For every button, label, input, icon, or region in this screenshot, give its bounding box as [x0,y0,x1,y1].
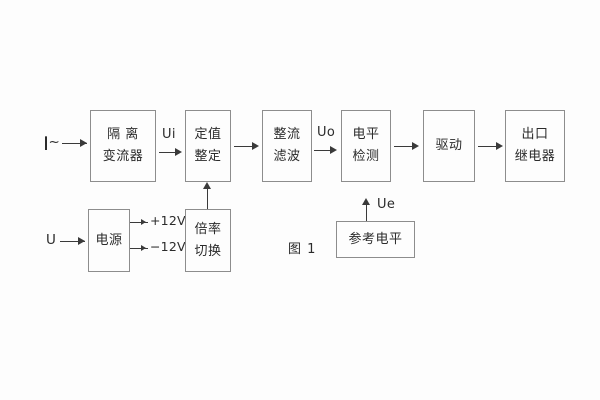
setting-value-block[interactable]: 定值 整定 [185,110,231,182]
rectifier-filter-line-1: 整流 [273,127,301,143]
power-supply-line-1: 电源 [95,232,123,248]
negative-rail-label: −12V [150,239,186,254]
reference-level-line-1: 参考电平 [348,231,403,247]
setting-to-rectifier-arrowhead [252,142,259,150]
ui-signal-label: Ui [162,127,176,142]
power-supply-block[interactable]: 电源 [88,209,130,272]
level-to-driver-wire [394,146,416,147]
isolation-transformer-line-1: 隔 离 [107,127,139,143]
ue-arrowhead [362,198,370,205]
positive-rail-wire [130,222,148,223]
driver-line-1: 驱动 [435,138,463,154]
rectifier-filter-block[interactable]: 整流 滤波 [262,110,312,182]
level-detection-line-2: 检测 [352,149,380,164]
reference-level-block[interactable]: 参考电平 [336,221,415,258]
current-input-tick [45,137,47,150]
setting-to-rectifier-wire [234,146,256,147]
uo-signal-label: Uo [317,125,336,140]
multiplier-switch-block[interactable]: 倍率 切换 [185,209,231,272]
driver-to-relay-wire [478,146,500,147]
output-relay-block[interactable]: 出口 继电器 [505,110,565,182]
level-to-driver-arrowhead [412,142,419,150]
level-detection-block[interactable]: 电平 检测 [341,110,391,182]
figure-caption: 图 1 [288,242,317,257]
driver-to-relay-arrowhead [496,142,503,150]
current-input-arrowhead [80,139,87,147]
multiplier-switch-line-2: 切换 [194,243,222,259]
positive-rail-arrowhead [141,219,146,225]
current-input-label: I~ [44,134,61,150]
output-relay-line-2: 继电器 [514,149,556,164]
positive-rail-label: +12V [150,213,186,228]
voltage-input-wire [60,241,85,242]
multiplier-to-setting-arrowhead [203,182,211,189]
voltage-input-arrowhead [78,237,85,245]
multiplier-to-setting-wire [207,187,208,209]
uo-arrowhead [330,146,337,154]
output-relay-line-1: 出口 [521,127,549,143]
negative-rail-wire [130,248,148,249]
setting-value-line-1: 定值 [194,127,222,143]
driver-block[interactable]: 驱动 [423,110,475,182]
level-detection-line-1: 电平 [352,127,380,143]
multiplier-switch-line-1: 倍率 [194,221,222,237]
current-input-wire [62,143,87,144]
negative-rail-arrowhead [141,245,146,251]
uo-wire [314,150,334,151]
isolation-transformer-line-2: 变流器 [102,149,144,164]
ui-arrowhead [175,148,182,156]
ue-signal-label: Ue [377,197,396,212]
setting-value-line-2: 整定 [194,149,222,164]
isolation-transformer-block[interactable]: 隔 离 变流器 [90,110,156,182]
ui-wire [159,152,179,153]
voltage-input-label: U [46,232,57,248]
ue-wire [366,203,367,221]
rectifier-filter-line-2: 滤波 [273,149,301,164]
